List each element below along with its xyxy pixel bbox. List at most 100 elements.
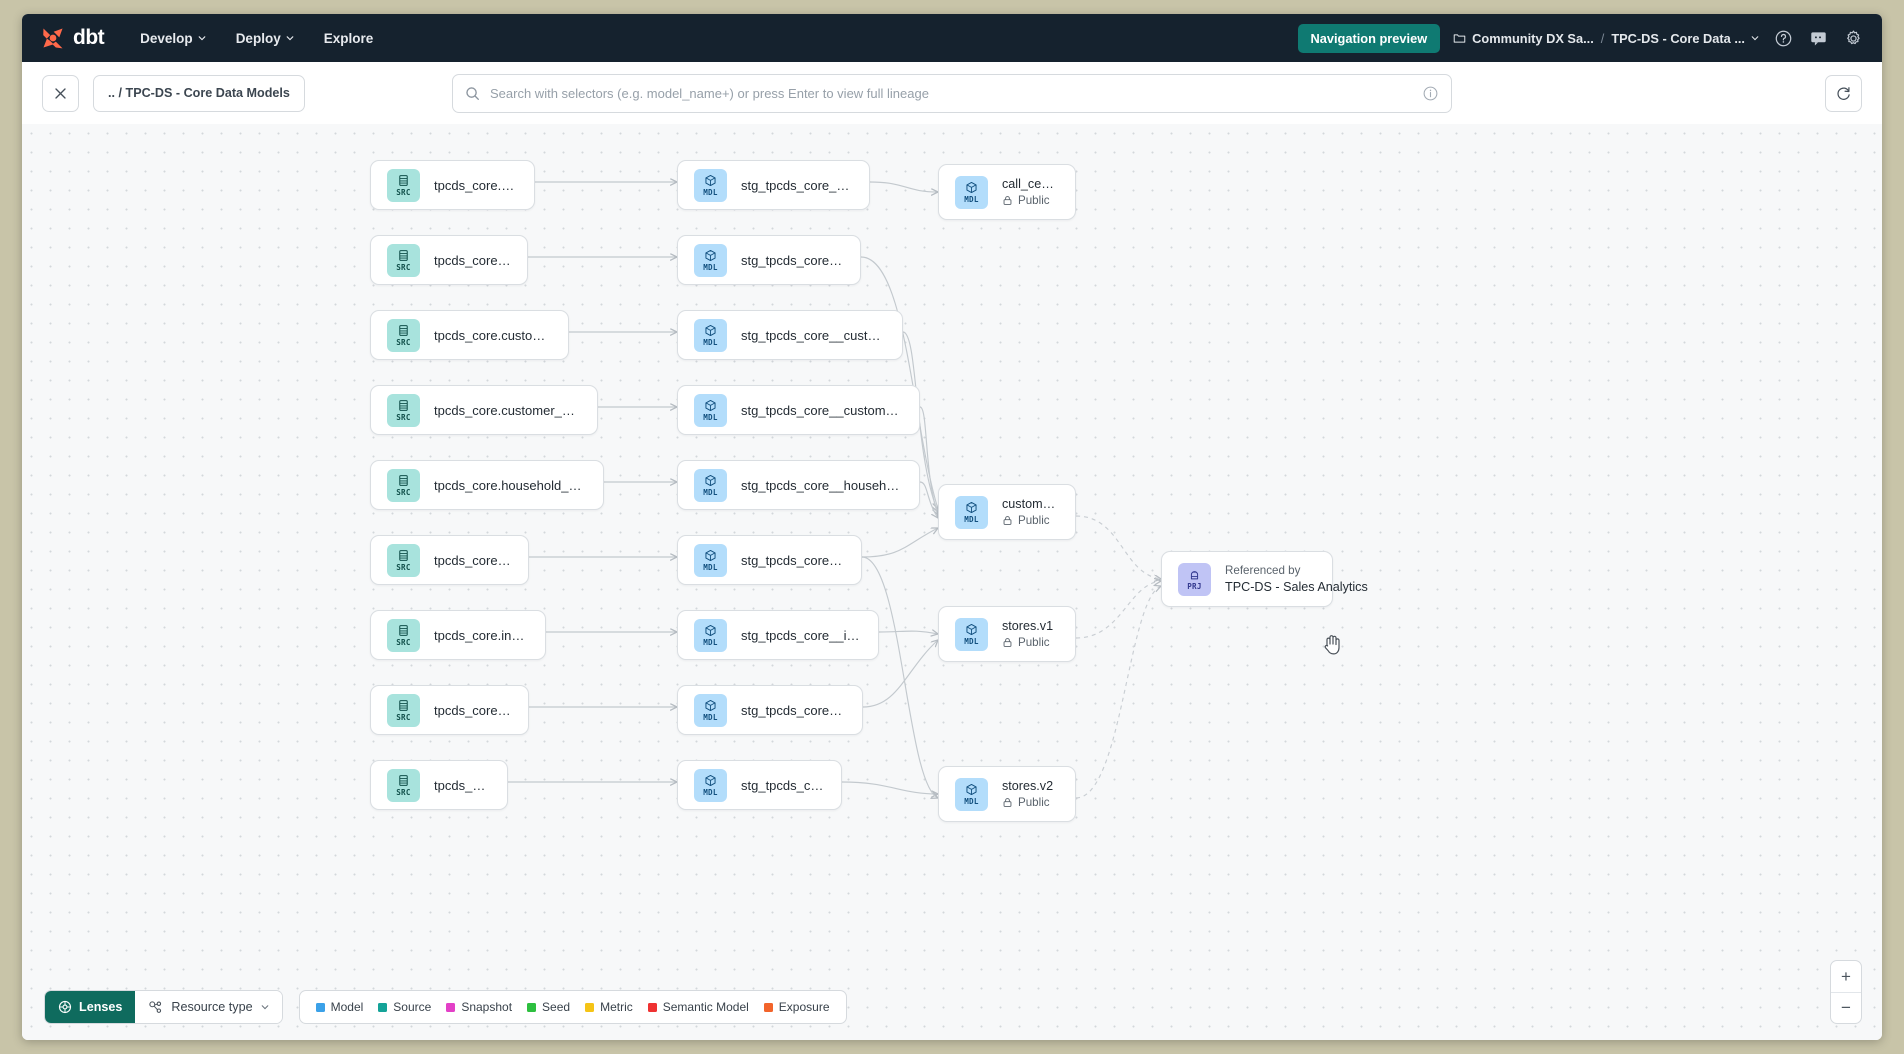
legend-label: Model [330, 1000, 364, 1014]
source-node[interactable]: SRC tpcds_core.inventory [370, 685, 529, 735]
chevron-down-icon [261, 1005, 268, 1010]
breadcrumb-separator: / [1600, 30, 1605, 46]
database-icon [397, 248, 410, 262]
legend-label: Metric [600, 1000, 633, 1014]
search-input[interactable] [490, 85, 1422, 101]
node-type-badge-mdl: MDL [955, 777, 988, 811]
zoom-controls: + − [1830, 960, 1862, 1024]
node-ref-label: Referenced by [1225, 564, 1301, 577]
node-type-badge-prj: PRJ [1178, 562, 1211, 596]
node-title: customers [1002, 497, 1059, 511]
node-type-badge-mdl: MDL [694, 318, 727, 352]
database-icon [397, 548, 410, 562]
zoom-out-button[interactable]: − [1831, 992, 1861, 1023]
node-type-badge-src: SRC [387, 768, 420, 802]
database-icon [397, 398, 410, 412]
feedback-icon[interactable] [1807, 27, 1829, 49]
nav-item-explore[interactable]: Explore [322, 26, 376, 51]
brand-name: dbt [73, 26, 105, 49]
lens-controls: Lenses Resource type [44, 990, 283, 1024]
node-type-badge-src: SRC [387, 468, 420, 502]
lock-icon [1003, 196, 1012, 205]
breadcrumb-project[interactable]: TPC-DS - Core Data ... [1611, 31, 1759, 46]
project-icon [1188, 567, 1201, 581]
nav-item-explore-label: Explore [323, 30, 374, 46]
lineage-canvas[interactable]: SRCtpcds_core.call_centerSRCtpcds_core.c… [22, 124, 1882, 1040]
node-title: stg_tpcds_core__customer [741, 252, 844, 268]
breadcrumb-account-label: Community DX Sa... [1472, 30, 1594, 46]
node-type-badge-mdl: MDL [955, 495, 988, 529]
node-type-badge-src: SRC [387, 243, 420, 277]
chevron-down-icon [1751, 36, 1759, 41]
node-title: tpcds_core.inventory [434, 702, 512, 718]
dbt-logo[interactable]: dbt [40, 25, 105, 51]
account-breadcrumb: Community DX Sa... / TPC-DS - Core Data … [1453, 31, 1759, 46]
lenses-button[interactable]: Lenses [45, 991, 136, 1023]
legend-swatch [647, 1002, 657, 1012]
legend-swatch [378, 1002, 388, 1012]
node-title: stores.v2 [1002, 779, 1054, 793]
node-title: tpcds_core.store [434, 777, 491, 793]
refresh-icon[interactable] [1825, 74, 1862, 112]
nav-item-deploy[interactable]: Deploy [234, 26, 296, 51]
node-type-badge-src: SRC [387, 693, 420, 727]
lenses-icon [58, 1000, 72, 1014]
lineage-search-bar[interactable] [452, 73, 1452, 113]
database-icon [397, 173, 410, 187]
info-icon[interactable] [1422, 85, 1439, 102]
help-circle-icon[interactable] [1772, 27, 1794, 49]
node-type-badge-mdl: MDL [955, 175, 988, 209]
node-access-badge: Public [1002, 636, 1053, 649]
resource-type-dropdown[interactable]: Resource type [135, 991, 282, 1023]
breadcrumb[interactable]: .. / TPC-DS - Core Data Models [93, 74, 305, 112]
node-type-badge-mdl: MDL [694, 543, 727, 577]
nav-item-develop[interactable]: Develop [138, 26, 208, 51]
navigation-preview-button[interactable]: Navigation preview [1297, 23, 1441, 53]
breadcrumb-account[interactable]: Community DX Sa... [1453, 31, 1594, 46]
node-title: stores.v1 [1002, 619, 1054, 633]
model-node[interactable]: MDLstg_tpcds_core__customer_demogra... [677, 385, 920, 435]
lineage-subheader: .. / TPC-DS - Core Data Models [22, 62, 1882, 124]
zoom-in-button[interactable]: + [1841, 966, 1851, 986]
source-node[interactable]: SRC tpcds_core.store [370, 760, 508, 810]
database-icon [397, 698, 410, 712]
legend-item: Model [315, 1000, 364, 1014]
cube-icon [704, 473, 717, 487]
legend-item: Exposure [763, 1000, 830, 1014]
cube-icon [704, 248, 717, 262]
gear-icon[interactable] [1842, 27, 1864, 49]
node-title: tpcds_core.customer_demographics [434, 402, 581, 418]
legend-label: Seed [542, 1000, 571, 1014]
legend-item: Snapshot [446, 1000, 512, 1014]
legend-label: Snapshot [461, 1000, 513, 1014]
database-icon [397, 473, 410, 487]
node-type-badge-src: SRC [387, 543, 420, 577]
node-type-badge-mdl: MDL [694, 618, 727, 652]
close-icon[interactable] [42, 74, 79, 112]
cube-icon [965, 500, 978, 514]
cube-icon [704, 548, 717, 562]
chevron-down-icon [286, 36, 294, 41]
model-node[interactable]: MDLstg_tpcds_core__household_demogr... [677, 460, 920, 510]
search-icon [465, 86, 480, 101]
node-type-badge-src: SRC [387, 618, 420, 652]
